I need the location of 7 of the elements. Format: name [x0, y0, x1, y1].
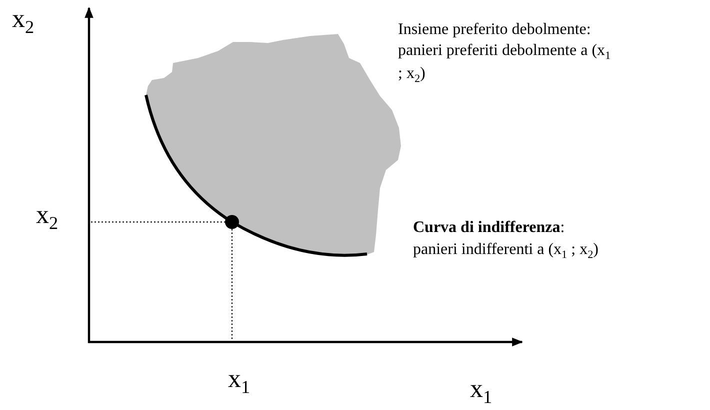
annotation-text: Insieme preferito debolmente: panieri preferiti debolmente a (x$_{1}$ ; x$_{2}$) [398, 20, 612, 86]
axis-label: x$_{2}$ [12, 3, 34, 40]
tick-label: x$_{1}$ [228, 363, 250, 400]
axis-label: x$_{1}$ [470, 373, 492, 410]
annotation-heading: Curva di indifferenza: [413, 218, 565, 238]
annotation-text: panieri indifferenti a (x$_{1}$ ; x$_{2}$) [413, 240, 598, 263]
tick-label: x$_{2}$ [36, 199, 58, 236]
